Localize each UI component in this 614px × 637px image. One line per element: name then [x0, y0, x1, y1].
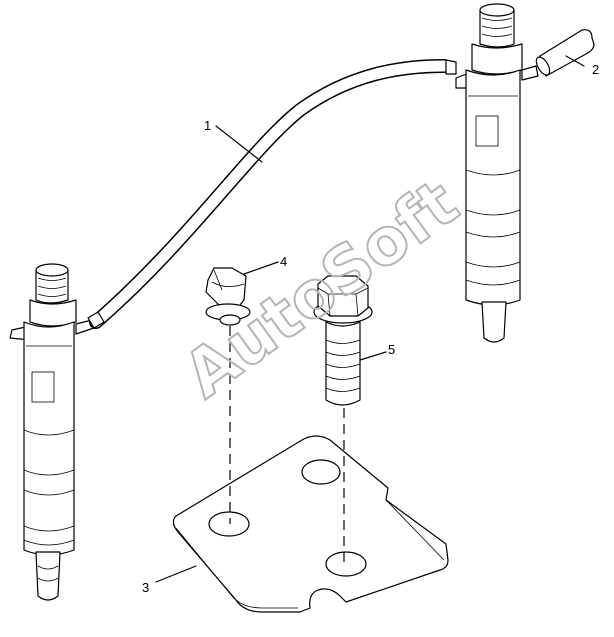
flange-bolt [313, 275, 373, 406]
plate-hole-left [208, 511, 250, 537]
plate-hole-top [301, 459, 341, 485]
clamp-plate [172, 435, 449, 613]
right-injector [455, 3, 539, 343]
hose-clip [205, 267, 251, 326]
assembly-center-lines [229, 326, 345, 566]
callout-1: 1 [204, 118, 211, 133]
left-injector [9, 263, 95, 601]
callout-4: 4 [280, 254, 287, 269]
plate-hole-right [325, 551, 367, 577]
leader-lines [155, 55, 585, 583]
injector-cap [535, 29, 595, 77]
fuel-leak-off-hose [87, 59, 457, 329]
callout-3: 3 [142, 580, 149, 595]
callout-5: 5 [388, 342, 395, 357]
callout-2: 2 [592, 62, 599, 77]
